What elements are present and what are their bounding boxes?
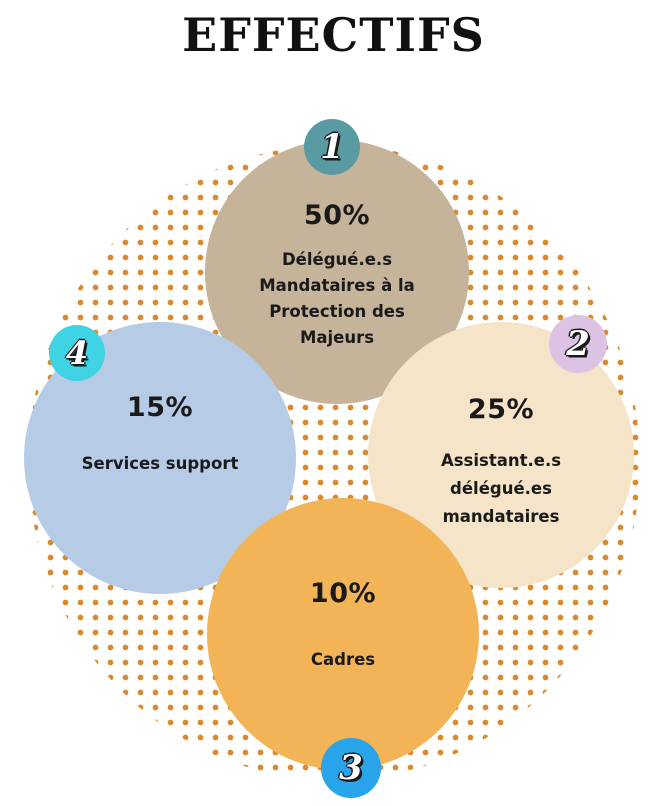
segment-2-percent: 25% (467, 394, 535, 425)
segment-3-label-line: Cadres (310, 650, 376, 669)
segment-1-label-line: Protection des (269, 302, 405, 321)
number-badge-2: 2 (549, 315, 607, 373)
segment-1-label-line: Majeurs (299, 328, 375, 347)
segment-4-label: Services support (82, 451, 239, 477)
number-badge-4: 4 (49, 325, 105, 381)
segment-1-label: Délégué.e.s Mandataires à la Protection … (259, 247, 415, 351)
segment-2-label: Assistant.e.s délégué.es mandataires (441, 447, 561, 531)
segment-1-percent: 50% (303, 200, 371, 231)
segment-2-label-line: délégué.es (450, 479, 552, 498)
segment-3-label: Cadres (311, 647, 375, 673)
segment-circle-1: 50% Délégué.e.s Mandataires à la Protect… (205, 140, 469, 404)
segment-2-label-line: Assistant.e.s (440, 451, 562, 470)
page-title: EFFECTIFS (182, 8, 485, 62)
segment-1-label-line: Délégué.e.s (281, 250, 393, 269)
segment-circle-3: 10% Cadres (207, 498, 479, 770)
segment-2-label-line: mandataires (442, 507, 560, 526)
number-badge-1: 1 (304, 119, 360, 175)
segment-3-percent: 10% (309, 578, 377, 609)
segment-4-percent: 15% (126, 392, 194, 423)
segment-4-label-line: Services support (81, 454, 239, 473)
number-badge-3: 3 (321, 738, 381, 798)
segment-1-label-line: Mandataires à la (259, 276, 415, 295)
